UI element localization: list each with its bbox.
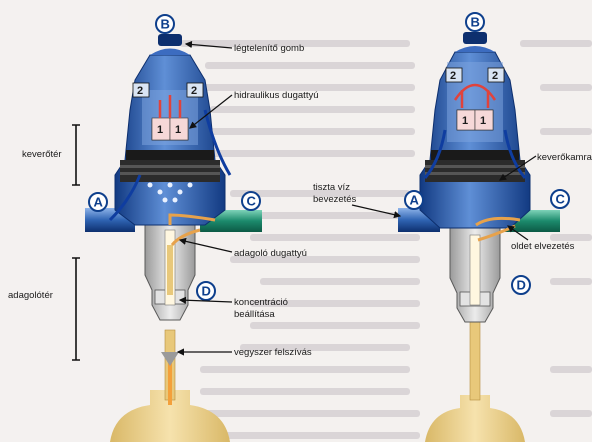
chamber-number-2b-left: 2 <box>191 85 197 97</box>
piston-number-1b-right: 1 <box>480 115 486 127</box>
marker-D-left: D <box>197 282 215 300</box>
chamber-number-2-left: 2 <box>137 85 143 97</box>
label-koncentracio-2: beállítása <box>234 309 275 320</box>
svg-text:D: D <box>517 278 526 293</box>
label-legtelenito-gomb: légtelenítő gomb <box>234 43 304 54</box>
label-keveroter: keverőtér <box>22 149 62 160</box>
svg-text:B: B <box>161 17 170 32</box>
chamber-number-2b-right: 2 <box>492 70 498 82</box>
bleed-button-right <box>463 32 487 44</box>
label-vegyszer-felszivas: vegyszer felszívás <box>234 347 312 358</box>
label-tiszta-viz-2: bevezetés <box>313 194 357 205</box>
svg-text:D: D <box>202 284 211 299</box>
piston-number-1-left: 1 <box>157 124 163 136</box>
label-tiszta-viz-1: tiszta víz <box>313 182 350 193</box>
piston-number-1-right: 1 <box>462 115 468 127</box>
marker-A-left: A <box>89 193 107 211</box>
svg-text:A: A <box>410 193 420 208</box>
piston-number-1b-left: 1 <box>175 124 181 136</box>
suction-tube-right <box>470 320 480 400</box>
label-adagoloter: adagolótér <box>8 290 53 301</box>
chamber-number-2-right: 2 <box>450 70 456 82</box>
label-hidraulikus-dugattyu: hidraulikus dugattyú <box>234 90 319 101</box>
marker-B-right: B <box>466 13 484 31</box>
svg-text:C: C <box>247 194 257 209</box>
svg-text:A: A <box>94 195 104 210</box>
label-koncentracio-1: koncentráció <box>234 297 288 308</box>
marker-B-left: B <box>156 15 174 33</box>
svg-text:B: B <box>471 15 480 30</box>
marker-D-right: D <box>512 276 530 294</box>
label-keverokamra: keverőkamra <box>537 152 592 163</box>
marker-A-right: A <box>405 191 423 209</box>
label-oldet-elvezetes: oldet elvezetés <box>511 241 575 252</box>
bleed-button-left <box>158 34 182 46</box>
marker-C-left: C <box>242 192 260 210</box>
label-adagolo-dugattyu: adagoló dugattyú <box>234 248 307 259</box>
marker-C-right: C <box>551 190 569 208</box>
svg-text:C: C <box>556 192 566 207</box>
